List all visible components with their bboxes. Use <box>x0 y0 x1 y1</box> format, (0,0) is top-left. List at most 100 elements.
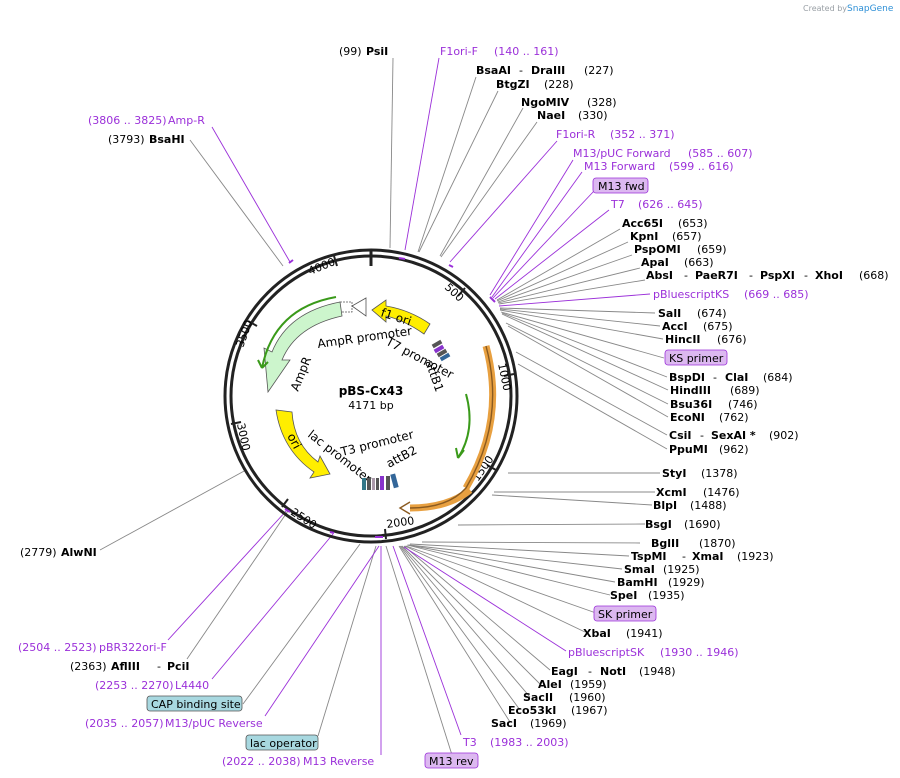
m13puc-fwd-pos: (585 .. 607) <box>688 147 753 160</box>
lac-operator-box[interactable] <box>245 734 319 751</box>
sexai-name[interactable]: SexAI * <box>711 429 756 442</box>
leader-bglii <box>421 541 641 544</box>
kpni-name[interactable]: KpnI <box>630 230 658 243</box>
naei-name[interactable]: NaeI <box>537 109 565 122</box>
green-arc-right <box>457 393 471 459</box>
leader-pspomi <box>497 254 633 303</box>
afliii-name[interactable]: AflIII <box>111 660 140 673</box>
alei-name[interactable]: AleI <box>538 678 562 691</box>
pcii-name[interactable]: PciI <box>167 660 189 673</box>
leader-sali <box>499 307 656 314</box>
m13-reverse-name[interactable]: M13 Reverse <box>303 755 374 768</box>
leader-m13rev <box>385 545 453 756</box>
pbr322-name[interactable]: pBR322ori-F <box>99 641 167 654</box>
saci-pos: (1969) <box>530 717 567 730</box>
cap-site-box[interactable] <box>146 695 243 712</box>
csii-name[interactable]: CsiI <box>669 429 691 442</box>
m13fwd-box[interactable] <box>592 177 649 194</box>
leader-bsaai <box>417 76 477 253</box>
ampr-promoter-arrow[interactable] <box>351 297 367 317</box>
hindiii-name[interactable]: HindIII <box>670 384 711 397</box>
ngomiv-name[interactable]: NgoMIV <box>521 96 570 109</box>
smai-name[interactable]: SmaI <box>624 563 655 576</box>
noti-name[interactable]: NotI <box>600 665 626 678</box>
eco53ki-name[interactable]: Eco53kI <box>508 704 556 717</box>
m13-fwd-pos: (599 .. 616) <box>669 160 734 173</box>
tick-marks <box>230 255 515 540</box>
bglii-name[interactable]: BglII <box>651 537 679 550</box>
ppumi-name[interactable]: PpuMI <box>669 443 708 456</box>
cap-site-label: CAP binding site <box>151 698 241 711</box>
xbai-name[interactable]: XbaI <box>583 627 611 640</box>
hindiii-pos: (689) <box>730 384 760 397</box>
leader-afliii <box>186 507 291 660</box>
ampr-promoter-box[interactable] <box>339 301 353 313</box>
ampr-green-arc <box>261 296 337 369</box>
econi-name[interactable]: EcoNI <box>670 411 705 424</box>
l4440-pos: (2253 .. 2270) <box>95 679 174 692</box>
f1-ori-feature[interactable] <box>371 299 431 335</box>
paer7i-name[interactable]: PaeR7I <box>695 269 738 282</box>
clai-name[interactable]: ClaI <box>725 371 748 384</box>
ampr-feature[interactable] <box>263 301 343 394</box>
saci-name[interactable]: SacI <box>491 717 517 730</box>
attb1-markers[interactable] <box>431 339 451 362</box>
hincii-name[interactable]: HincII <box>665 333 701 346</box>
pspomi-name[interactable]: PspOMI <box>634 243 681 256</box>
leader-f1orir <box>449 140 558 263</box>
naei-pos: (330) <box>578 109 608 122</box>
f1orif-name[interactable]: F1ori-F <box>440 45 478 58</box>
m13-fwd-name[interactable]: M13 Forward <box>584 160 655 173</box>
lac-operator-label: lac operator <box>250 737 317 750</box>
leader-f1orif <box>404 57 440 251</box>
leader-bspdi <box>501 312 668 378</box>
tspmi-name[interactable]: TspMI <box>631 550 667 563</box>
pbluescriptsk-name[interactable]: pBluescriptSK <box>568 646 645 659</box>
absi-name[interactable]: AbsI <box>646 269 673 282</box>
leader-bsahi <box>189 139 284 267</box>
leader-spei <box>406 544 611 596</box>
blpi-name[interactable]: BlpI <box>653 499 677 512</box>
xhoi-name[interactable]: XhoI <box>815 269 843 282</box>
attb2-markers[interactable] <box>362 473 399 490</box>
alwni-name[interactable]: AlwNI <box>61 546 97 559</box>
primer-ticks <box>284 257 496 538</box>
pbluescriptks-name[interactable]: pBluescriptKS <box>653 288 729 301</box>
m13puc-fwd-name[interactable]: M13/pUC Forward <box>573 147 671 160</box>
m13puc-rev-name[interactable]: M13/pUC Reverse <box>165 717 263 730</box>
spei-name[interactable]: SpeI <box>610 589 637 602</box>
pspxi-name[interactable]: PspXI <box>760 269 795 282</box>
psii-name[interactable]: PsiI <box>366 45 388 58</box>
draiii-name[interactable]: DraIII <box>531 64 565 77</box>
bamhi-name[interactable]: BamHI <box>617 576 658 589</box>
bsaai-name[interactable]: BsaAI <box>476 64 511 77</box>
sacii-name[interactable]: SacII <box>523 691 553 704</box>
l4440-name[interactable]: L4440 <box>175 679 209 692</box>
sali-name[interactable]: SalI <box>658 307 681 320</box>
eagi-name[interactable]: EagI <box>551 665 578 678</box>
btgzi-name[interactable]: BtgZI <box>496 78 530 91</box>
bspdi-name[interactable]: BspDI <box>669 371 705 384</box>
xmai-name[interactable]: XmaI <box>692 550 723 563</box>
alwni-pos: (2779) <box>20 546 57 559</box>
t3-name[interactable]: T3 <box>462 736 477 749</box>
ksprimer-box[interactable] <box>664 349 728 366</box>
bsahi-name[interactable]: BsaHI <box>149 133 185 146</box>
t7-name[interactable]: T7 <box>610 198 625 211</box>
ori-feature[interactable] <box>275 409 331 479</box>
bsu36i-name[interactable]: Bsu36I <box>670 398 712 411</box>
leader-ngomiv <box>439 107 524 257</box>
f1orir-pos: (352 .. 371) <box>610 128 675 141</box>
apai-name[interactable]: ApaI <box>641 256 669 269</box>
acc65i-name[interactable]: Acc65I <box>622 217 663 230</box>
tick-2000: 2000 <box>386 514 416 531</box>
skprimer-box[interactable] <box>593 605 657 622</box>
ampr-primer-name[interactable]: Amp-R <box>168 114 205 127</box>
acci-name[interactable]: AccI <box>662 320 688 333</box>
leader-m13-fwd <box>491 171 583 298</box>
styi-name[interactable]: StyI <box>662 467 686 480</box>
f1orir-name[interactable]: F1ori-R <box>556 128 596 141</box>
bsgi-name[interactable]: BsgI <box>645 518 672 531</box>
xcmi-name[interactable]: XcmI <box>656 486 687 499</box>
m13rev-box[interactable] <box>424 752 479 769</box>
